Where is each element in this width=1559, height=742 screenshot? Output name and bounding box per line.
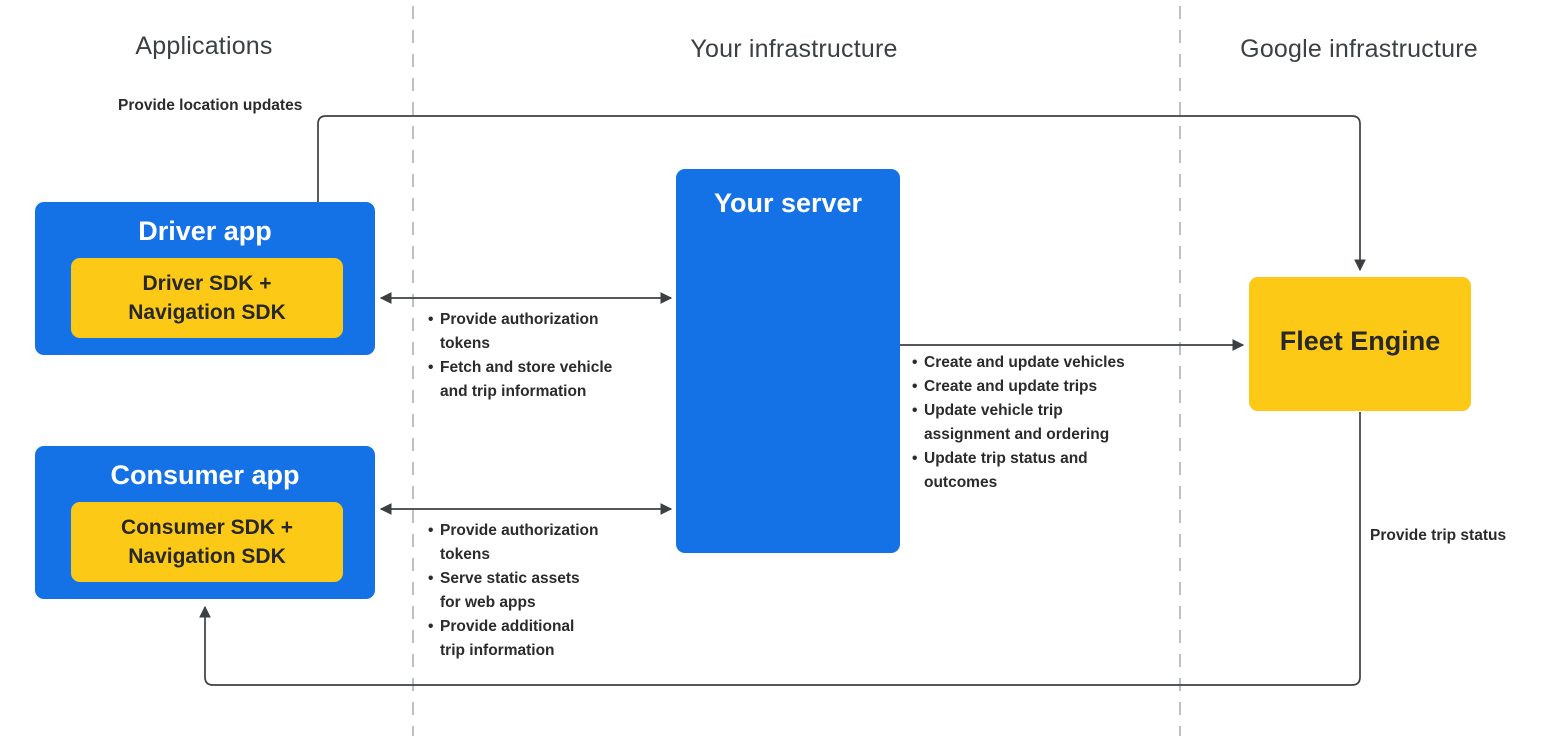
column-header-google-infrastructure: Google infrastructure (1240, 35, 1478, 63)
list-item: Provide authorization tokens (428, 308, 668, 356)
node-driver-sdk-label-line1: Driver SDK + (142, 272, 272, 295)
list-item: Serve static assets for web apps (428, 567, 668, 615)
list-item: Update trip status and outcomes (912, 447, 1172, 495)
connector-provide-location-updates (317, 115, 1366, 272)
bullet-list-driver-to-server: Provide authorization tokens Fetch and s… (428, 308, 668, 404)
node-your-server-title: Your server (713, 188, 863, 218)
list-item: Fetch and store vehicle and trip informa… (428, 356, 668, 404)
connector-provide-trip-status (199, 412, 1361, 686)
edge-label-provide-trip-status: Provide trip status (1370, 527, 1507, 544)
node-driver-app[interactable]: Driver app Driver SDK + Navigation SDK (35, 202, 375, 355)
column-header-applications: Applications (135, 32, 273, 60)
edge-label-provide-location-updates: Provide location updates (118, 97, 303, 114)
list-item: Create and update trips (912, 375, 1172, 399)
list-item: Create and update vehicles (912, 351, 1172, 375)
bullet-list-server-to-fleet-engine: Create and update vehicles Create and up… (912, 351, 1172, 495)
node-driver-sdk-label-line2: Navigation SDK (128, 301, 286, 324)
node-driver-app-title: Driver app (138, 216, 272, 246)
list-item: Provide authorization tokens (428, 519, 668, 567)
node-consumer-sdk-label-line1: Consumer SDK + (120, 516, 294, 539)
node-driver-sdk[interactable]: Driver SDK + Navigation SDK (71, 258, 343, 338)
node-consumer-app[interactable]: Consumer app Consumer SDK + Navigation S… (35, 446, 375, 599)
node-consumer-app-title: Consumer app (110, 460, 300, 490)
node-your-server[interactable]: Your server (676, 169, 900, 553)
list-item: Provide additional trip information (428, 615, 668, 663)
bullet-list-consumer-to-server: Provide authorization tokens Serve stati… (428, 519, 668, 663)
node-fleet-engine-title: Fleet Engine (1279, 326, 1441, 356)
node-consumer-sdk-label-line2: Navigation SDK (128, 545, 286, 568)
list-item: Update vehicle trip assignment and order… (912, 399, 1172, 447)
node-fleet-engine[interactable]: Fleet Engine (1249, 277, 1471, 411)
node-consumer-sdk[interactable]: Consumer SDK + Navigation SDK (71, 502, 343, 582)
column-header-your-infrastructure: Your infrastructure (690, 35, 898, 63)
